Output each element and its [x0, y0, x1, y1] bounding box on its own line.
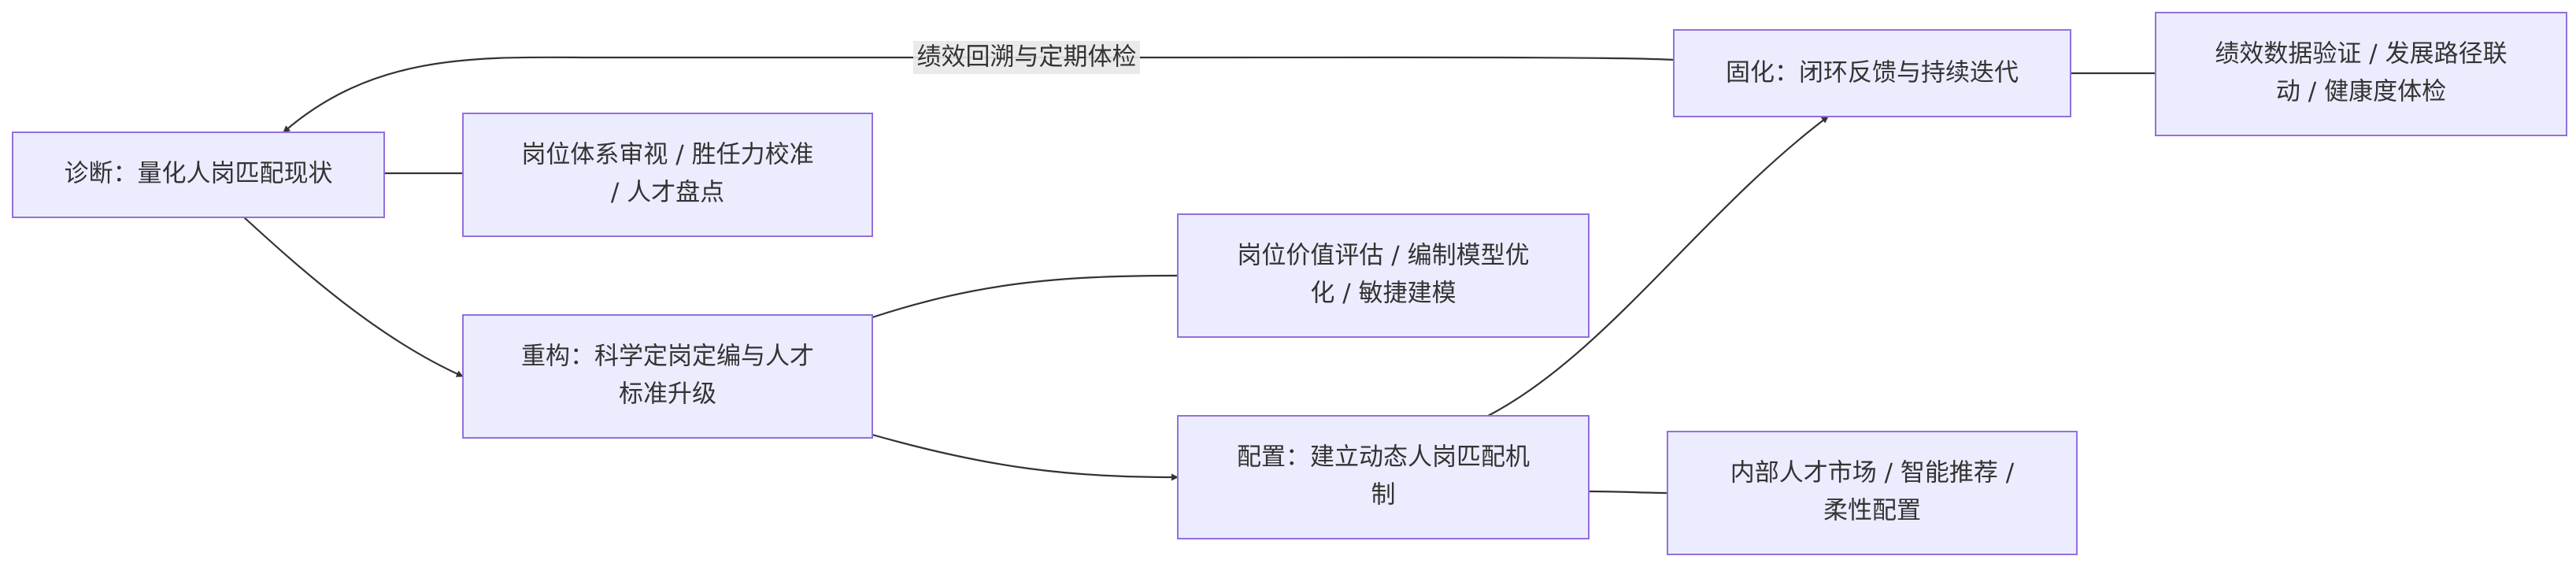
node-market-line-2: 柔性配置 [1823, 497, 1921, 525]
node-rebuild: 重构：科学定岗定编与人才 标准升级 [462, 314, 873, 439]
node-evaluate-line-2: 化 / 敏捷建模 [1310, 280, 1456, 308]
edge-rebuild-evaluate [872, 274, 1179, 319]
edge-rebuild-configure [872, 433, 1179, 481]
node-configure-line-1: 配置：建立动态人岗匹配机 [1237, 443, 1530, 472]
node-market: 内部人才市场 / 智能推荐 / 柔性配置 [1667, 431, 2078, 555]
edge-label-feedback: 绩效回溯与定期体检 [913, 41, 1140, 74]
node-solidify: 固化：闭环反馈与持续迭代 [1673, 29, 2071, 117]
edges [243, 56, 2156, 495]
node-configure: 配置：建立动态人岗匹配机 制 [1177, 415, 1590, 539]
node-review-line-1: 岗位体系审视 / 胜任力校准 [521, 141, 813, 169]
node-configure-line-2: 制 [1371, 481, 1396, 510]
node-verify-line-2: 动 / 健康度体检 [2276, 78, 2446, 106]
node-diagnose: 诊断：量化人岗匹配现状 [12, 132, 385, 218]
node-evaluate: 岗位价值评估 / 编制模型优 化 / 敏捷建模 [1177, 213, 1590, 338]
node-rebuild-line-2: 标准升级 [619, 380, 716, 409]
edge-solidify-diagnose [283, 56, 1675, 133]
node-review: 岗位体系审视 / 胜任力校准 / 人才盘点 [462, 113, 873, 237]
edge-diagnose-rebuild [243, 217, 464, 378]
node-verify-line-1: 绩效数据验证 / 发展路径联 [2215, 40, 2507, 69]
node-solidify-line-1: 固化：闭环反馈与持续迭代 [1726, 59, 2019, 87]
edge-configure-market [1588, 490, 1668, 495]
node-review-line-2: / 人才盘点 [611, 179, 724, 207]
node-diagnose-line-1: 诊断：量化人岗匹配现状 [65, 160, 333, 188]
node-evaluate-line-1: 岗位价值评估 / 编制模型优 [1237, 242, 1529, 270]
edge-label-text: 绩效回溯与定期体检 [917, 43, 1137, 72]
node-verify: 绩效数据验证 / 发展路径联 动 / 健康度体检 [2155, 12, 2567, 136]
edge-configure-solidify [1487, 116, 1829, 417]
node-rebuild-line-1: 重构：科学定岗定编与人才 [521, 343, 814, 371]
node-market-line-1: 内部人才市场 / 智能推荐 / [1730, 459, 2015, 487]
